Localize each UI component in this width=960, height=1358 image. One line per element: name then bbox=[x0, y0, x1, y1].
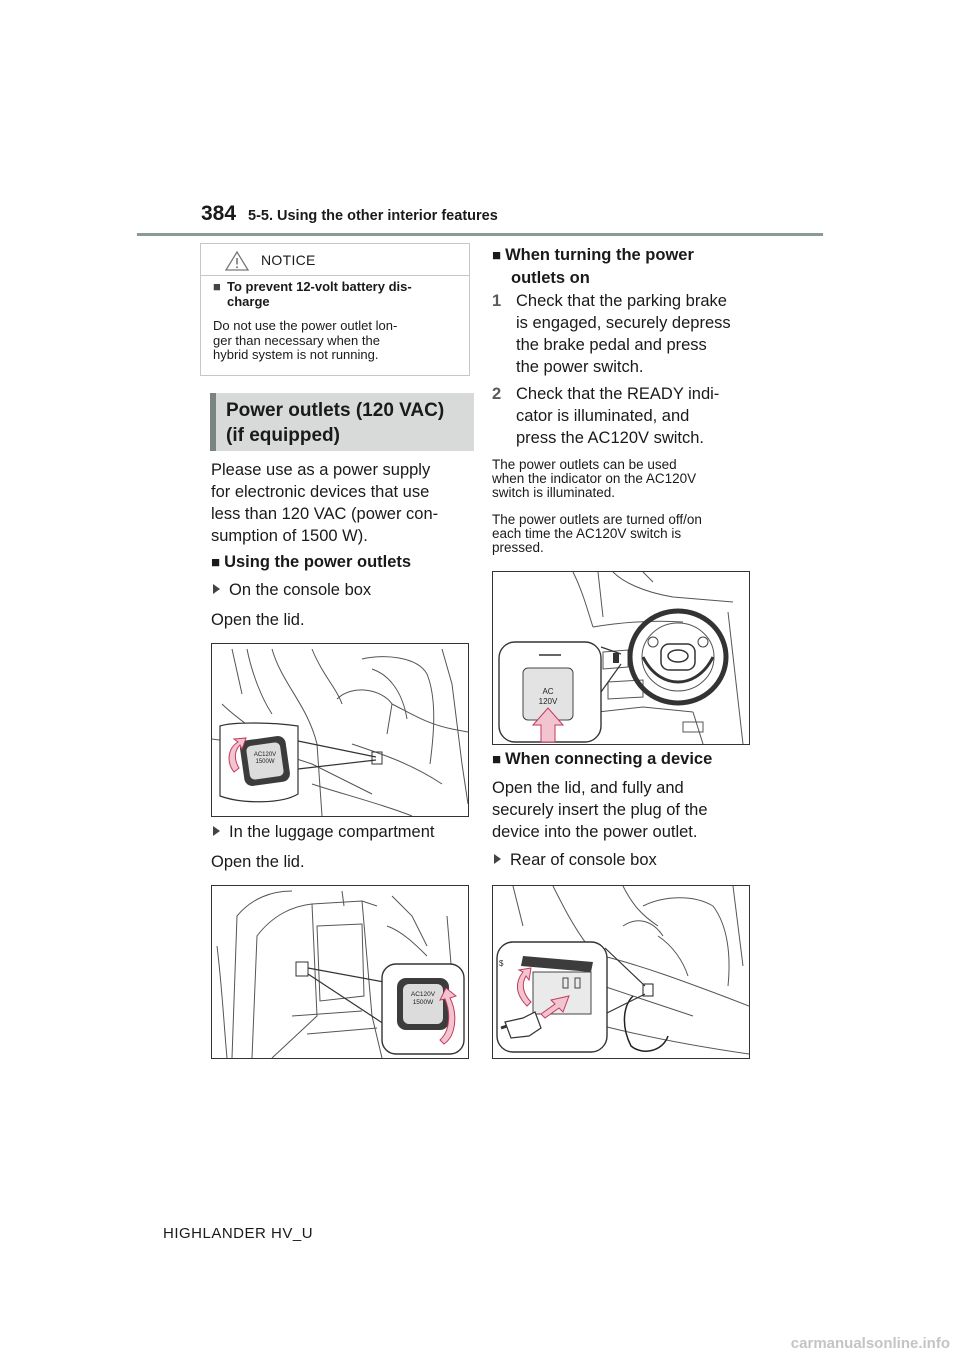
luggage-item-text: In the luggage compartment bbox=[229, 823, 435, 841]
open-lid-arrow-icon bbox=[228, 737, 247, 773]
luggage-outlet-label-line2: 1500W bbox=[413, 999, 434, 1006]
square-bullet-icon: ■ bbox=[211, 554, 221, 571]
notice-label: NOTICE bbox=[261, 252, 316, 268]
note-line: switch is illuminated. bbox=[492, 485, 616, 500]
rear-console-plug-illustration: $ bbox=[492, 885, 750, 1059]
step-line: press the AC120V switch. bbox=[516, 429, 705, 447]
page-number: 384 bbox=[201, 202, 237, 225]
step-line: cator is illuminated, and bbox=[516, 407, 690, 425]
note-usable: The power outlets can be used when the i… bbox=[492, 458, 752, 500]
triangle-bullet-icon bbox=[494, 854, 501, 864]
using-outlets-heading-text: Using the power outlets bbox=[224, 553, 412, 571]
notice-body-line: Do not use the power outlet lon- bbox=[213, 318, 398, 333]
step-number: 1 bbox=[492, 292, 502, 310]
step-2: 2 Check that the READY indi- cator is il… bbox=[492, 383, 762, 451]
notice-body: Do not use the power outlet lon- ger tha… bbox=[213, 318, 463, 363]
section-heading: Power outlets (120 VAC) (if equipped) bbox=[210, 393, 474, 451]
header-divider bbox=[137, 233, 823, 236]
press-arrow-icon bbox=[531, 707, 565, 743]
connecting-heading: ■When connecting a device bbox=[492, 750, 712, 769]
note-line: pressed. bbox=[492, 540, 544, 555]
note-toggle: The power outlets are turned off/on each… bbox=[492, 513, 752, 555]
intro-paragraph: Please use as a power supply for electro… bbox=[211, 459, 471, 547]
notice-box: NOTICE ■ To prevent 12-volt battery dis-… bbox=[200, 243, 470, 376]
luggage-compartment-illustration: AC120V 1500W bbox=[211, 885, 469, 1059]
note-line: when the indicator on the AC120V bbox=[492, 471, 697, 486]
step-line: the power switch. bbox=[516, 358, 644, 376]
luggage-open-lid: Open the lid. bbox=[211, 853, 305, 871]
switch-label-line1: AC bbox=[542, 687, 553, 696]
connecting-paragraph: Open the lid, and fully and securely ins… bbox=[492, 777, 757, 843]
watermark: carmanualsonline.info bbox=[790, 1335, 950, 1352]
console-box-item-text: On the console box bbox=[229, 581, 372, 599]
intro-line: less than 120 VAC (power con- bbox=[211, 505, 439, 523]
triangle-bullet-icon bbox=[213, 826, 220, 836]
intro-line: sumption of 1500 W). bbox=[211, 527, 368, 545]
step-line: Check that the READY indi- bbox=[516, 385, 720, 403]
intro-line: for electronic devices that use bbox=[211, 483, 430, 501]
note-line: each time the AC120V switch is bbox=[492, 526, 682, 541]
luggage-outlet-label-line1: AC120V bbox=[411, 991, 436, 998]
square-bullet-icon: ■ bbox=[492, 247, 502, 264]
step-number: 2 bbox=[492, 385, 502, 403]
switch-label-line2: 120V bbox=[539, 697, 558, 706]
section-title: 5-5. Using the other interior features bbox=[248, 208, 498, 224]
connecting-line: device into the power outlet. bbox=[492, 823, 698, 841]
connecting-line: securely insert the plug of the bbox=[492, 801, 708, 819]
triangle-bullet-icon bbox=[213, 584, 220, 594]
note-line: The power outlets can be used bbox=[492, 457, 677, 472]
connecting-line: Open the lid, and fully and bbox=[492, 779, 684, 797]
console-box-illustration: AC120V 1500W bbox=[211, 643, 469, 817]
open-lid-arrow-icon bbox=[439, 987, 458, 1045]
luggage-item: In the luggage compartment bbox=[213, 823, 434, 842]
warning-triangle-icon bbox=[224, 250, 250, 277]
insert-plug-arrow-icon bbox=[540, 995, 570, 1019]
console-outlet-label-line1: AC120V bbox=[254, 752, 276, 758]
svg-text:$: $ bbox=[499, 959, 504, 968]
console-box-item: On the console box bbox=[213, 581, 371, 600]
notice-body-line: hybrid system is not running. bbox=[213, 347, 379, 362]
connecting-heading-text: When connecting a device bbox=[505, 750, 713, 768]
rear-console-item-text: Rear of console box bbox=[510, 851, 657, 869]
ac120v-switch-illustration: AC 120V bbox=[492, 571, 750, 745]
footer-model-name: HIGHLANDER HV_U bbox=[163, 1225, 314, 1242]
section-heading-line2: (if equipped) bbox=[226, 425, 340, 446]
rear-console-item: Rear of console box bbox=[494, 851, 657, 870]
using-outlets-heading: ■Using the power outlets bbox=[211, 553, 411, 572]
turning-on-heading-line2: outlets on bbox=[511, 269, 590, 287]
notice-subheading-line2: charge bbox=[227, 293, 270, 309]
notice-subheading-line1: To prevent 12-volt battery dis- bbox=[227, 279, 412, 294]
notice-subheading: ■ To prevent 12-volt battery dis- charge bbox=[213, 279, 463, 309]
square-bullet-icon: ■ bbox=[492, 751, 502, 768]
intro-line: Please use as a power supply bbox=[211, 461, 431, 479]
turning-on-heading-line1: When turning the power bbox=[505, 246, 694, 264]
notice-body-line: ger than necessary when the bbox=[213, 332, 380, 348]
note-line: The power outlets are turned off/on bbox=[492, 512, 702, 527]
console-open-lid: Open the lid. bbox=[211, 611, 305, 629]
turning-on-heading: ■When turning the power outlets on bbox=[492, 244, 762, 289]
square-bullet-icon: ■ bbox=[213, 279, 221, 294]
step-1: 1 Check that the parking brake is engage… bbox=[492, 290, 762, 380]
step-line: the brake pedal and press bbox=[516, 336, 707, 354]
step-line: Check that the parking brake bbox=[516, 292, 727, 310]
open-lid-arrow-icon bbox=[517, 967, 532, 1007]
step-line: is engaged, securely depress bbox=[516, 314, 731, 332]
console-outlet-label-line2: 1500W bbox=[255, 759, 274, 765]
section-heading-line1: Power outlets (120 VAC) bbox=[226, 400, 445, 421]
notice-header: NOTICE bbox=[201, 244, 469, 276]
